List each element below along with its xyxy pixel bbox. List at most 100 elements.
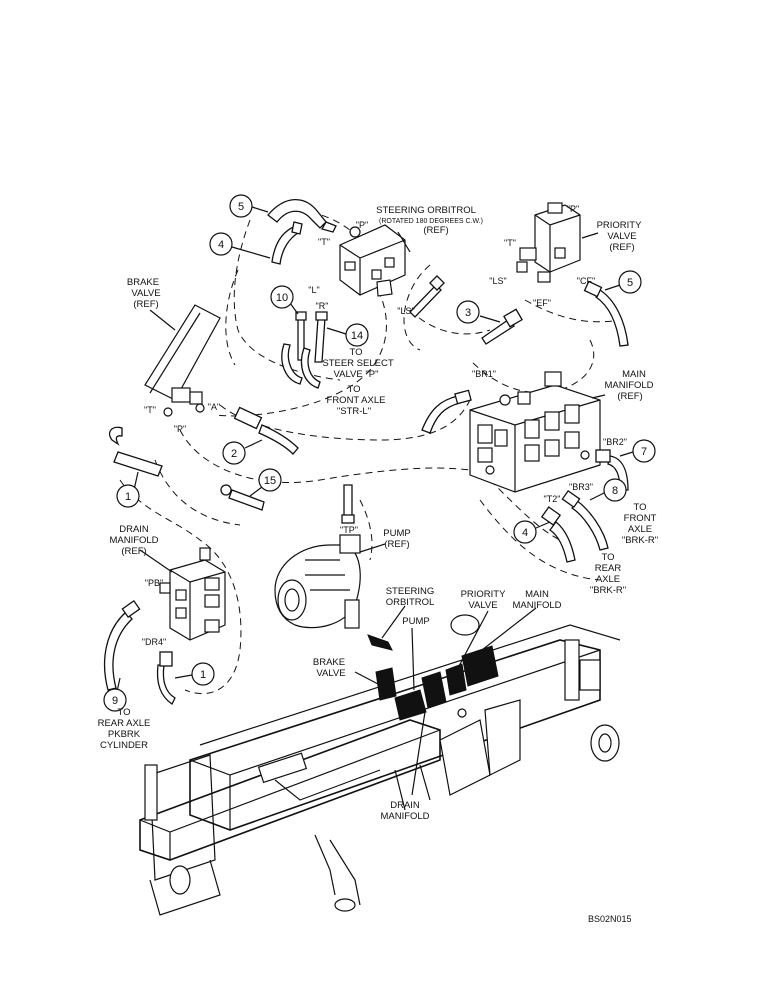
rear-axle-brkr-label-4: "BRK-R" bbox=[590, 585, 626, 596]
callout-7 bbox=[632, 439, 656, 463]
port-br2: "BR2" bbox=[603, 437, 627, 447]
rear-axle-brkr-label-3: AXLE bbox=[596, 574, 620, 585]
port-labels: "P" "T" "L" "R" "LS" "P" "T" "LS" "EF" "… bbox=[142, 204, 627, 647]
loc-main-manifold bbox=[461, 645, 499, 687]
callout-4-lower-label: 4 bbox=[522, 527, 528, 539]
hose-9 bbox=[103, 611, 133, 691]
callout-2-label: 2 bbox=[231, 448, 237, 460]
port-p-priority: "P" bbox=[567, 204, 579, 214]
callout-4-top-label: 4 bbox=[218, 239, 224, 251]
drain-manifold-label-1: DRAIN bbox=[119, 524, 149, 535]
loc-brake-label-1: BRAKE bbox=[313, 657, 345, 668]
hose-15 bbox=[228, 489, 265, 511]
hose-14 bbox=[314, 317, 326, 363]
front-axle-strl-label-2: FRONT AXLE bbox=[327, 395, 386, 406]
rear-axle-pkbrk-label-4: CYLINDER bbox=[100, 740, 148, 751]
rear-axle-pkbrk-label-1: TO bbox=[117, 707, 130, 718]
loc-brake-label-2: VALVE bbox=[316, 668, 345, 679]
port-pb-drain: "PB" bbox=[145, 578, 163, 588]
front-axle-brkr-label-3: AXLE bbox=[628, 524, 652, 535]
port-dr4-drain: "DR4" bbox=[142, 637, 166, 647]
callout-3 bbox=[456, 300, 480, 324]
callout-8-label: 8 bbox=[612, 485, 618, 497]
loc-drain-label-1: DRAIN bbox=[390, 800, 420, 811]
front-axle-brkr-label-1: TO bbox=[633, 502, 646, 513]
callout-4-top bbox=[209, 232, 233, 256]
loc-main-label-1: MAIN bbox=[525, 589, 549, 600]
steer-select-label-2: STEER SELECT bbox=[322, 358, 393, 369]
front-axle-strl-label-3: "STR-L" bbox=[337, 406, 371, 417]
loc-steering-label-1: STEERING bbox=[386, 586, 435, 597]
callout-5-right bbox=[618, 270, 642, 294]
hose-3 bbox=[481, 319, 516, 345]
figure-code: BS02N015 bbox=[588, 914, 632, 924]
loc-steering-orbitrol bbox=[367, 634, 393, 651]
hoses bbox=[103, 199, 629, 705]
steer-select-label-3: VALVE "P" bbox=[334, 369, 379, 380]
port-ls-priority: "LS" bbox=[489, 276, 506, 286]
port-cf-priority: "CF" bbox=[577, 276, 595, 286]
loc-pump bbox=[421, 671, 447, 709]
pump bbox=[274, 534, 361, 629]
callout-9-label: 9 bbox=[112, 695, 118, 707]
hose-8 bbox=[571, 499, 609, 551]
rear-axle-brkr-label-1: TO bbox=[601, 552, 614, 563]
port-t-orbitrol: "T" bbox=[318, 237, 330, 247]
loc-steering-label-2: ORBITROL bbox=[386, 597, 435, 608]
priority-valve bbox=[516, 202, 581, 283]
callout-2 bbox=[222, 441, 246, 465]
rear-axle-brkr-label-2: REAR bbox=[595, 563, 622, 574]
main-manifold bbox=[469, 371, 601, 493]
loc-drain-label-2: MANIFOLD bbox=[380, 811, 429, 822]
front-axle-strl-label-1: TO bbox=[347, 384, 360, 395]
leader-lines bbox=[139, 231, 606, 573]
callout-4-lower bbox=[513, 520, 537, 544]
callout-14 bbox=[345, 323, 369, 347]
callout-15-label: 15 bbox=[264, 475, 276, 487]
hose-1-lower bbox=[156, 664, 176, 705]
steering-orbitrol-rotated: (ROTATED 180 DEGREES C.W.) bbox=[379, 218, 483, 225]
port-r-orbitrol: "R" bbox=[316, 301, 329, 311]
priority-valve-label-2: VALVE bbox=[607, 231, 636, 242]
rear-axle-pkbrk-label-2: REAR AXLE bbox=[98, 718, 151, 729]
port-p-brake: "P" bbox=[174, 424, 186, 434]
port-t-priority: "T" bbox=[504, 238, 516, 248]
hose-5-top bbox=[267, 199, 327, 229]
callout-14-label: 14 bbox=[351, 330, 363, 342]
port-t2: "T2" bbox=[544, 494, 561, 504]
pump-label-2: (REF) bbox=[384, 539, 409, 550]
port-t-brake: "T" bbox=[144, 405, 156, 415]
priority-valve-label-1: PRIORITY bbox=[597, 220, 643, 231]
callout-circles: 5 4 10 14 3 5 2 1 15 7 8 4 bbox=[103, 194, 656, 712]
loc-priority-label-2: VALVE bbox=[468, 600, 497, 611]
port-tp-pump: "TP" bbox=[340, 525, 358, 535]
main-manifold-label-2: MANIFOLD bbox=[604, 380, 653, 391]
port-l-orbitrol: "L" bbox=[308, 285, 319, 295]
front-axle-brkr-label-4: "BRK-R" bbox=[622, 535, 658, 546]
callout-1-lower bbox=[191, 662, 215, 686]
component-labels: STEERING ORBITROL (ROTATED 180 DEGREES C… bbox=[98, 205, 659, 751]
callout-5-right-label: 5 bbox=[627, 277, 633, 289]
callout-1-upper bbox=[116, 484, 140, 508]
main-manifold-label-1: MAIN bbox=[622, 369, 646, 380]
loc-priority-valve bbox=[445, 663, 467, 696]
hose-br1 bbox=[421, 395, 461, 434]
port-ls-orbitrol: "LS" bbox=[397, 306, 414, 316]
drain-manifold-label-2: MANIFOLD bbox=[109, 535, 158, 546]
location-labels: STEERING ORBITROL PRIORITY VALVE MAIN MA… bbox=[313, 586, 562, 822]
vehicle-frame bbox=[139, 614, 621, 916]
priority-valve-label-3: (REF) bbox=[609, 242, 634, 253]
callout-1-lower-label: 1 bbox=[200, 669, 206, 681]
callout-10 bbox=[270, 285, 294, 309]
callout-10-label: 10 bbox=[276, 292, 288, 304]
main-manifold-label-3: (REF) bbox=[617, 391, 642, 402]
callout-3-label: 3 bbox=[465, 307, 471, 319]
port-ef-priority: "EF" bbox=[533, 298, 551, 308]
loc-main-label-2: MANIFOLD bbox=[512, 600, 561, 611]
callout-8 bbox=[603, 478, 627, 502]
hose-1-upper bbox=[113, 451, 163, 477]
callout-9 bbox=[103, 688, 127, 712]
steering-orbitrol-ref: (REF) bbox=[423, 225, 448, 236]
brake-valve bbox=[144, 304, 221, 417]
